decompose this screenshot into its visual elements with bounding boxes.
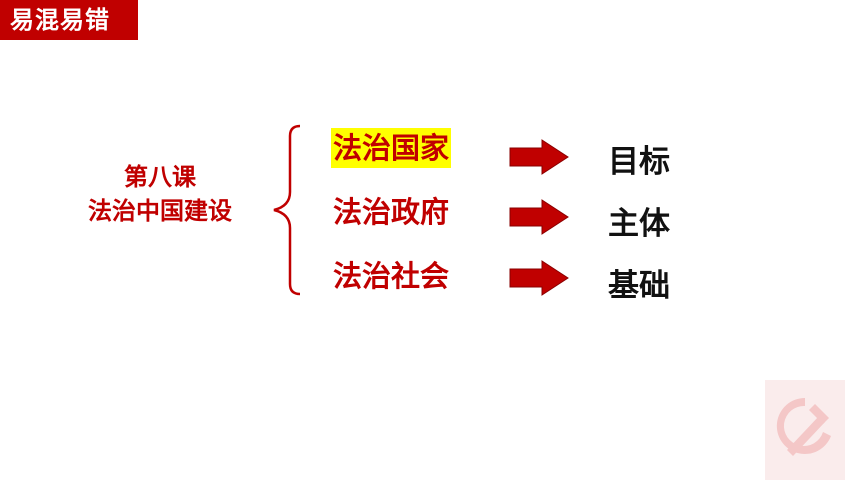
curly-brace [273, 124, 301, 296]
lesson-title: 第八课 法治中国建设 [60, 160, 260, 228]
item-rule-of-law-country: 法治国家 [331, 128, 452, 168]
result-goal: 目标 [608, 144, 670, 180]
item-rule-of-law-government: 法治政府 [333, 195, 450, 229]
party-emblem-watermark [765, 380, 845, 480]
lesson-number: 第八课 [124, 163, 196, 191]
result-subject: 主体 [608, 206, 670, 242]
lesson-name: 法治中国建设 [88, 197, 232, 225]
right-arrow-icon [509, 260, 569, 296]
right-arrow-icon [509, 199, 569, 235]
section-tag: 易混易错 [0, 0, 138, 40]
item-rule-of-law-society: 法治社会 [333, 259, 450, 293]
right-arrow-icon [509, 139, 569, 175]
result-foundation: 基础 [608, 268, 670, 304]
